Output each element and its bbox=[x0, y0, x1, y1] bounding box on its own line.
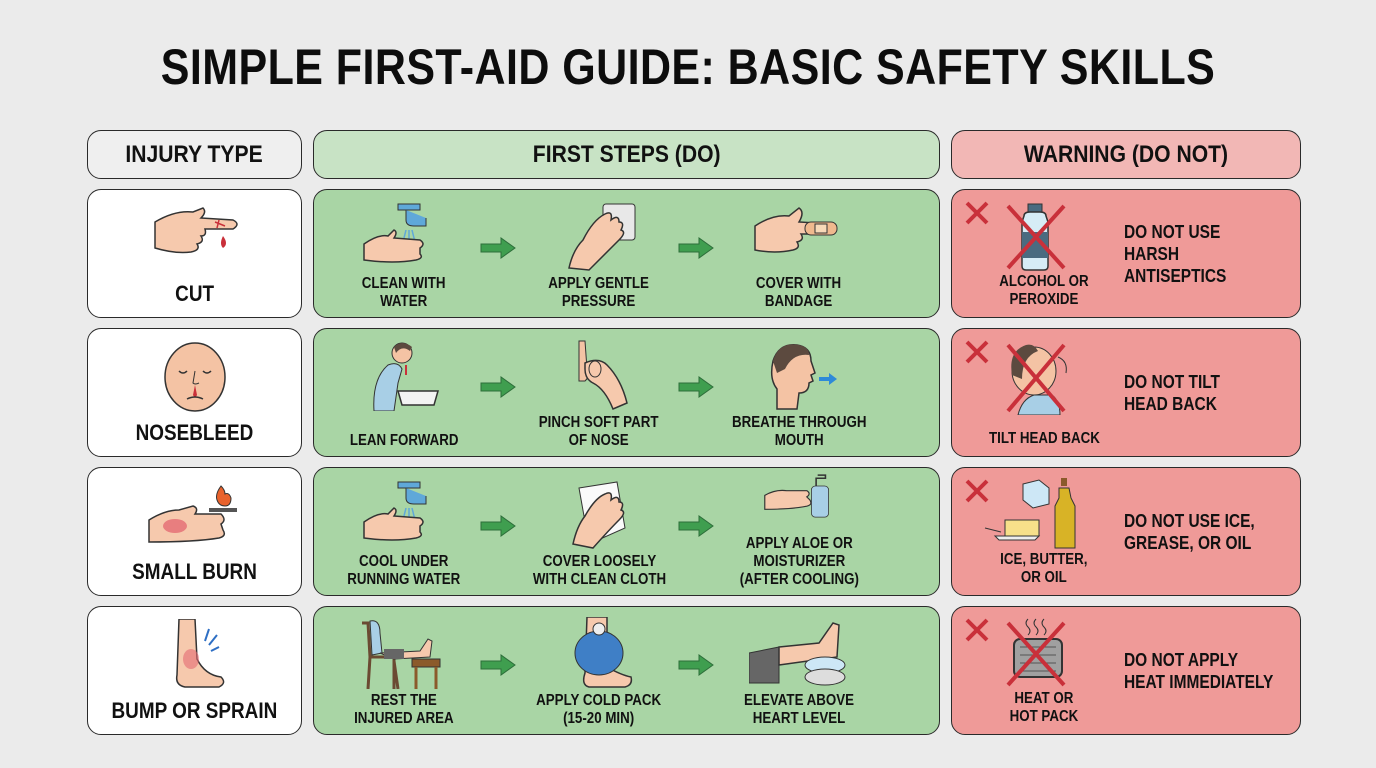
hand-cloth-icon bbox=[572, 481, 626, 549]
arrow-right-icon bbox=[678, 654, 714, 676]
step-cover-with-bandage: COVER WITH BANDAGE bbox=[714, 190, 884, 319]
x-mark-icon bbox=[965, 201, 989, 225]
mouth-breathing-icon bbox=[770, 344, 837, 410]
warning-cell-small-burn: ICE, BUTTER, OR OIL DO NOT USE ICE, GREA… bbox=[951, 467, 1301, 596]
step-label: PINCH SOFT PART OF NOSE bbox=[539, 414, 659, 449]
person-leaning-basin-icon bbox=[373, 342, 439, 411]
step-label: APPLY COLD PACK (15-20 MIN) bbox=[536, 692, 662, 727]
injury-cell-small-burn: SMALL BURN bbox=[87, 467, 302, 596]
warning-text: DO NOT USE ICE, GREASE, OR OIL bbox=[1124, 510, 1255, 553]
steps-cell-small-burn: COOL UNDER RUNNING WATER COVER LOOSELY W… bbox=[313, 467, 940, 596]
arrow-right-icon bbox=[480, 515, 516, 537]
arrow-right-icon bbox=[480, 654, 516, 676]
step-label: COVER WITH BANDAGE bbox=[756, 275, 842, 310]
step-clean-with-water: CLEAN WITH WATER bbox=[319, 190, 489, 319]
injury-cell-cut: CUT bbox=[87, 189, 302, 318]
step-label: LEAN FORWARD bbox=[349, 432, 459, 449]
step-cover-loosely: COVER LOOSELY WITH CLEAN CLOTH bbox=[514, 468, 684, 597]
warning-cell-nosebleed: TILT HEAD BACK DO NOT TILT HEAD BACK bbox=[951, 328, 1301, 457]
header-steps-label: FIRST STEPS (DO) bbox=[532, 140, 721, 168]
heat-pack-icon bbox=[1006, 618, 1066, 687]
arrow-right-icon bbox=[678, 237, 714, 259]
warning-item-label: ICE, BUTTER, OR OIL bbox=[1000, 551, 1088, 586]
arrow-right-icon bbox=[678, 515, 714, 537]
pinch-nose-icon bbox=[578, 340, 628, 410]
lotion-pump-hand-icon bbox=[764, 474, 829, 518]
person-resting-chair-icon bbox=[362, 620, 441, 689]
injury-label: BUMP OR SPRAIN bbox=[111, 698, 278, 723]
header-injury-label: INJURY TYPE bbox=[125, 140, 264, 168]
finger-bandage-icon bbox=[754, 207, 838, 253]
steps-cell-bump-or-sprain: REST THE INJURED AREA APPLY COLD PACK (1… bbox=[313, 606, 940, 735]
step-apply-gentle-pressure: APPLY GENTLE PRESSURE bbox=[514, 190, 684, 319]
warning-item-label: TILT HEAD BACK bbox=[988, 430, 1100, 447]
step-apply-cold-pack: APPLY COLD PACK (15-20 MIN) bbox=[514, 607, 684, 736]
step-label: BREATHE THROUGH MOUTH bbox=[731, 414, 867, 449]
arrow-right-icon bbox=[678, 376, 714, 398]
step-label: APPLY GENTLE PRESSURE bbox=[548, 275, 650, 310]
steps-cell-nosebleed: LEAN FORWARD PINCH SOFT PART OF NOSE BRE… bbox=[313, 328, 940, 457]
injury-cell-bump-or-sprain: BUMP OR SPRAIN bbox=[87, 606, 302, 735]
step-lean-forward: LEAN FORWARD bbox=[319, 329, 489, 458]
face-nosebleed-icon bbox=[163, 342, 226, 412]
step-label: ELEVATE ABOVE HEART LEVEL bbox=[743, 692, 855, 727]
step-rest-the-injured-area: REST THE INJURED AREA bbox=[319, 607, 489, 736]
step-apply-aloe: APPLY ALOE OR MOISTURIZER (AFTER COOLING… bbox=[714, 468, 884, 597]
faucet-hand-icon bbox=[363, 203, 427, 263]
arrow-right-icon bbox=[480, 237, 516, 259]
arrow-right-icon bbox=[480, 376, 516, 398]
warning-text: DO NOT APPLY HEAT IMMEDIATELY bbox=[1124, 649, 1274, 692]
step-label: APPLY ALOE OR MOISTURIZER (AFTER COOLING… bbox=[739, 535, 859, 588]
page-title: SIMPLE FIRST-AID GUIDE: BASIC SAFETY SKI… bbox=[160, 39, 1216, 95]
ice-butter-oil-icon bbox=[984, 478, 1076, 549]
x-mark-icon bbox=[965, 340, 989, 364]
step-label: COOL UNDER RUNNING WATER bbox=[347, 553, 461, 588]
warning-item-label: ALCOHOL OR PEROXIDE bbox=[999, 273, 1089, 308]
step-label: CLEAN WITH WATER bbox=[362, 275, 446, 310]
step-label: REST THE INJURED AREA bbox=[354, 692, 454, 727]
step-cool-under-running-water: COOL UNDER RUNNING WATER bbox=[319, 468, 489, 597]
warning-cell-bump-or-sprain: HEAT OR HOT PACK DO NOT APPLY HEAT IMMED… bbox=[951, 606, 1301, 735]
step-label: COVER LOOSELY WITH CLEAN CLOTH bbox=[532, 553, 666, 588]
step-breathe-through-mouth: BREATHE THROUGH MOUTH bbox=[714, 329, 884, 458]
warning-text: DO NOT USE HARSH ANTISEPTICS bbox=[1124, 221, 1227, 286]
header-injury-type: INJURY TYPE bbox=[87, 130, 302, 179]
header-first-steps: FIRST STEPS (DO) bbox=[313, 130, 940, 179]
warning-text: DO NOT TILT HEAD BACK bbox=[1124, 371, 1221, 414]
header-warning-label: WARNING (DO NOT) bbox=[1023, 140, 1229, 168]
step-elevate-above-heart: ELEVATE ABOVE HEART LEVEL bbox=[714, 607, 884, 736]
faucet-hand-icon bbox=[363, 481, 427, 541]
burned-hand-flame-icon bbox=[147, 485, 237, 543]
step-pinch-soft-part-of-nose: PINCH SOFT PART OF NOSE bbox=[514, 329, 684, 458]
x-mark-icon bbox=[965, 479, 989, 503]
finger-cut-icon bbox=[153, 207, 238, 254]
ice-pack-ankle-icon bbox=[574, 617, 633, 688]
injury-label: CUT bbox=[175, 281, 214, 306]
header-warning: WARNING (DO NOT) bbox=[951, 130, 1301, 179]
head-tilt-back-icon bbox=[1006, 343, 1067, 415]
sprained-ankle-icon bbox=[175, 619, 224, 688]
injury-label: NOSEBLEED bbox=[135, 420, 254, 445]
leg-elevated-pillow-icon bbox=[749, 622, 846, 686]
antiseptic-bottle-icon bbox=[1006, 203, 1066, 271]
warning-cell-cut: ALCOHOL OR PEROXIDE DO NOT USE HARSH ANT… bbox=[951, 189, 1301, 318]
steps-cell-cut: CLEAN WITH WATER APPLY GENTLE PRESSURE C… bbox=[313, 189, 940, 318]
x-mark-icon bbox=[965, 618, 989, 642]
hand-gauze-icon bbox=[568, 203, 636, 271]
injury-label: SMALL BURN bbox=[132, 559, 257, 584]
injury-cell-nosebleed: NOSEBLEED bbox=[87, 328, 302, 457]
warning-item-label: HEAT OR HOT PACK bbox=[1009, 690, 1079, 725]
